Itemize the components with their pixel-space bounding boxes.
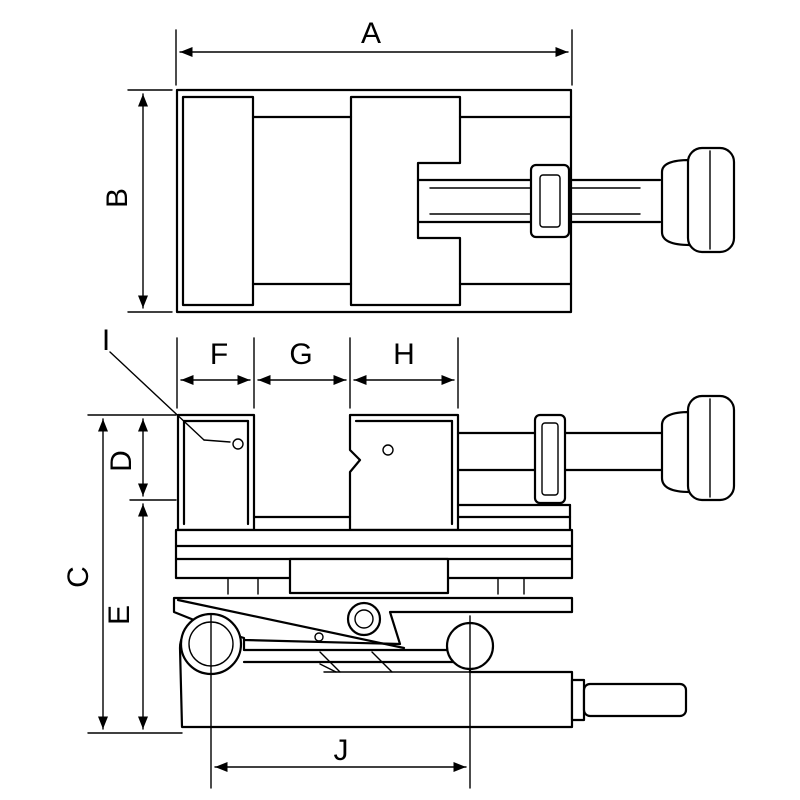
top-view-moving-jaw xyxy=(349,95,462,307)
top-view xyxy=(175,88,736,314)
jaw-hole xyxy=(232,438,244,450)
dimension-lines xyxy=(87,29,573,789)
jaw-hole xyxy=(382,444,394,456)
side-view-handle xyxy=(570,678,586,722)
label-g: G xyxy=(289,338,312,371)
side-view-moving-jaw xyxy=(348,413,460,532)
top-view-body xyxy=(175,88,573,314)
dimension-labels: A B F G H I C D E J xyxy=(62,17,415,767)
side-view-handwheel-knob xyxy=(660,410,692,494)
label-b: B xyxy=(101,188,134,208)
top-view-handwheel-knob xyxy=(660,158,692,247)
label-a: A xyxy=(361,17,381,50)
label-h: H xyxy=(393,338,415,371)
top-view-screw-block xyxy=(529,163,571,239)
dimension-i-leader xyxy=(109,351,205,441)
label-j: J xyxy=(334,734,349,767)
label-c: C xyxy=(62,566,95,588)
label-i: I xyxy=(102,324,110,357)
label-d: D xyxy=(105,450,138,472)
pivot-hole xyxy=(314,632,324,642)
top-view-fixed-jaw xyxy=(181,95,255,307)
side-view-pivot-knob xyxy=(346,601,382,637)
side-view-fixed-jaw xyxy=(176,413,256,532)
side-view xyxy=(172,394,736,729)
label-f: F xyxy=(210,338,228,371)
label-e: E xyxy=(103,605,136,625)
side-view-screw-block xyxy=(533,413,567,505)
